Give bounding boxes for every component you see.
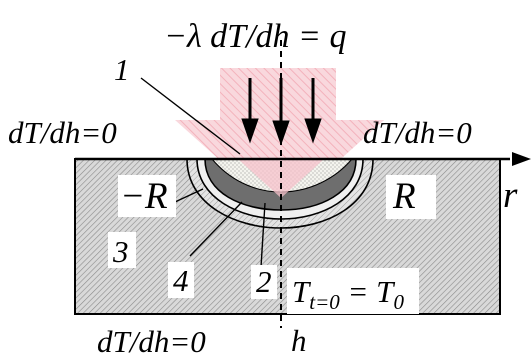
- ic-T: T: [292, 274, 312, 309]
- ic-rhs-sub: 0: [393, 290, 404, 314]
- region-right-label: R: [392, 176, 416, 217]
- r-axis-arrowhead: [512, 152, 531, 166]
- equation-top: −λ dT/dh = q: [164, 18, 346, 55]
- initial-condition: Tt=0 = T0: [292, 274, 404, 314]
- axis-h-label: h: [291, 323, 307, 356]
- label-4-box: [168, 262, 194, 298]
- bc-bottom: dT/dh=0: [97, 324, 206, 356]
- flux-arrows: [241, 78, 322, 146]
- heat-flux-arrow-tip: [238, 159, 324, 198]
- label-2: 2: [256, 264, 272, 299]
- region-right-box: [386, 175, 436, 219]
- label-1: 1: [114, 52, 130, 87]
- region-left-label: −R: [120, 176, 168, 217]
- ic-sub: t=0: [309, 290, 340, 314]
- bc-top-left: dT/dh=0: [8, 115, 117, 150]
- label-3: 3: [112, 234, 129, 269]
- bc-top-right: dT/dh=0: [363, 115, 472, 150]
- label-3-box: [108, 232, 136, 268]
- ic-rhs: = T: [340, 274, 396, 309]
- initial-condition-box: [287, 268, 419, 314]
- label-2-box: [251, 265, 277, 299]
- label-4: 4: [173, 263, 189, 298]
- axis-r-label: r: [503, 175, 518, 216]
- region-left-box: [118, 175, 176, 217]
